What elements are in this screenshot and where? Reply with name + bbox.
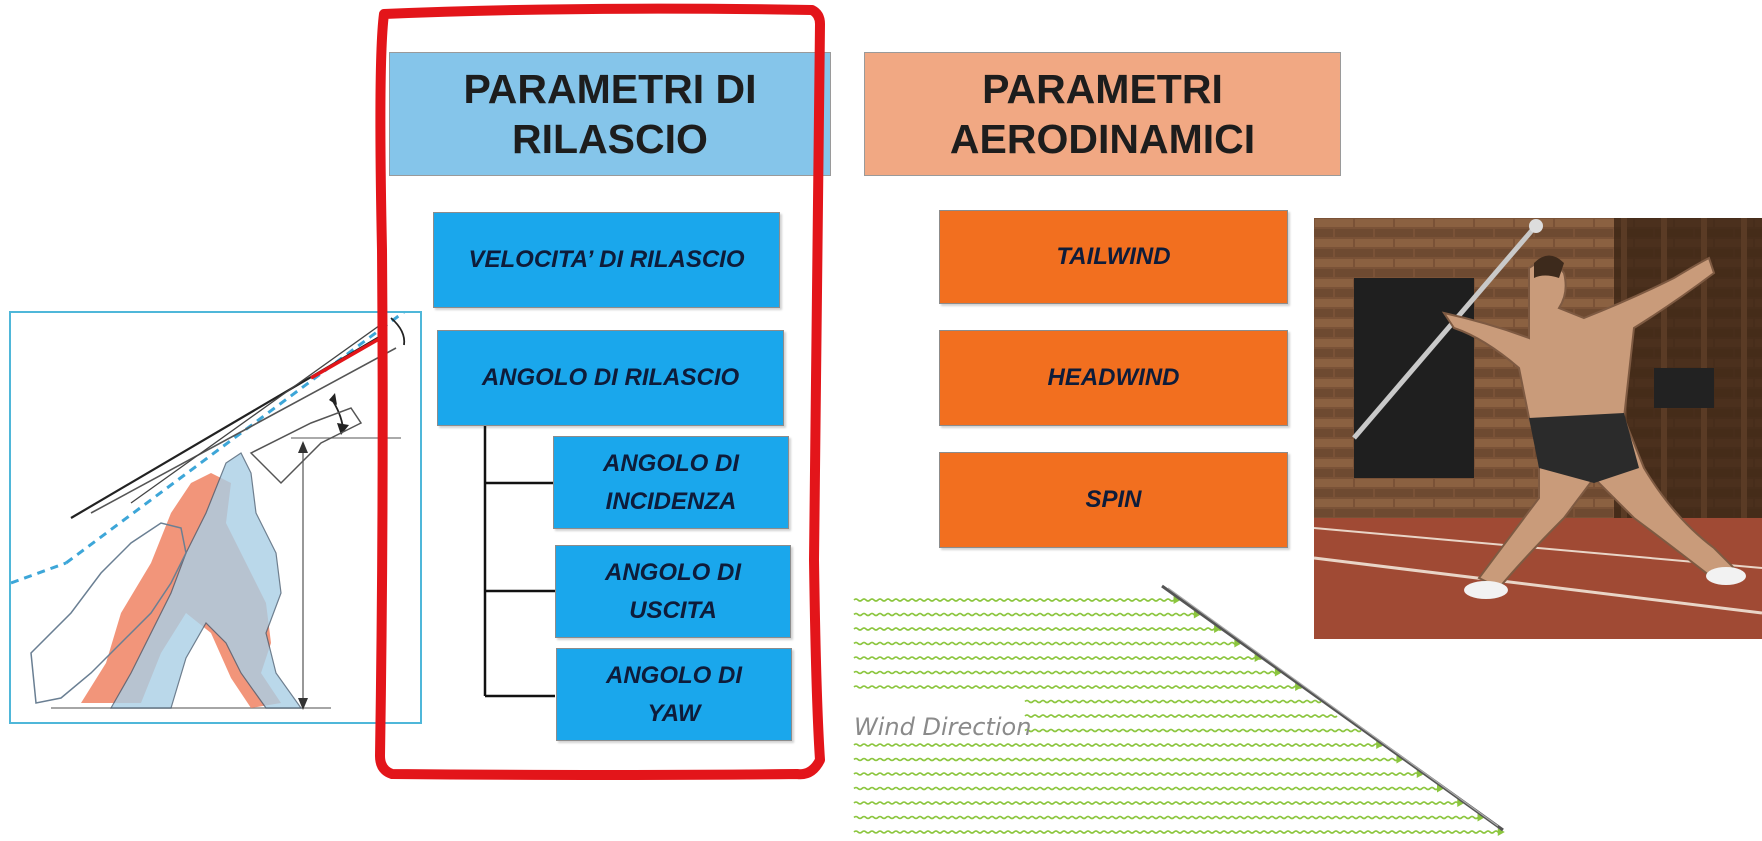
wind-line [853, 815, 1479, 820]
wind-arrowhead [1193, 610, 1201, 619]
wind-arrowhead [1254, 654, 1262, 662]
wind-line [853, 757, 1399, 762]
wind-arrowhead [1497, 828, 1505, 836]
wind-line [853, 598, 1175, 602]
javelin-throw-illustration [9, 311, 422, 724]
aerodynamic-parameters-header: PARAMETRI AERODINAMICI [864, 52, 1341, 176]
red-highlight-frame [375, 3, 825, 780]
wind-line [1024, 714, 1338, 718]
tailwind-label: TAILWIND [1056, 243, 1171, 271]
wind-line [853, 656, 1263, 660]
wind-line [853, 772, 1423, 776]
wind-arrowhead [1376, 741, 1384, 749]
incidence-angle-box: ANGOLO DI INCIDENZA [553, 436, 789, 529]
wind-arrowhead [1214, 625, 1222, 633]
wind-arrowhead [1173, 596, 1181, 604]
yaw-angle-label: ANGOLO DI YAW [606, 662, 742, 727]
wind-arrowhead [1416, 770, 1424, 778]
release-velocity-box: VELOCITA’ DI RILASCIO [433, 212, 780, 308]
release-parameters-header: PARAMETRI DI RILASCIO [389, 52, 831, 176]
wind-arrowhead [1295, 683, 1303, 691]
headwind-box: HEADWIND [939, 330, 1288, 426]
release-parameters-header-text: PARAMETRI DI RILASCIO [463, 65, 757, 162]
wind-line [853, 670, 1279, 675]
release-velocity-label: VELOCITA’ DI RILASCIO [468, 246, 745, 274]
wind-line [853, 743, 1383, 747]
headwind-label: HEADWIND [1047, 364, 1180, 392]
wind-arrowhead [1396, 755, 1404, 764]
tailwind-box: TAILWIND [939, 210, 1288, 304]
wind-line [853, 612, 1199, 617]
wind-line [853, 641, 1239, 646]
wind-line [853, 627, 1223, 631]
wind-arrowhead [1457, 799, 1465, 807]
spin-box: SPIN [939, 452, 1288, 548]
tree-connector [483, 426, 555, 698]
wind-line [853, 801, 1463, 805]
wind-arrowhead [1274, 668, 1282, 677]
wind-arrowhead [1477, 813, 1485, 822]
wind-direction-label: Wind Direction [854, 713, 1032, 741]
athlete-photo [1314, 218, 1762, 639]
spin-label: SPIN [1085, 486, 1142, 514]
release-angle-label: ANGOLO DI RILASCIO [481, 364, 740, 392]
wind-direction-diagram [853, 584, 1505, 836]
wind-arrowhead [1437, 784, 1445, 793]
wind-line [853, 685, 1303, 689]
release-angle-box: ANGOLO DI RILASCIO [437, 330, 784, 426]
exit-angle-box: ANGOLO DI USCITA [555, 545, 791, 638]
wind-line [853, 830, 1503, 834]
wind-line [1024, 699, 1322, 704]
yaw-angle-box: ANGOLO DI YAW [556, 648, 792, 741]
exit-angle-label: ANGOLO DI USCITA [605, 559, 741, 624]
aerodynamic-parameters-header-text: PARAMETRI AERODINAMICI [949, 65, 1256, 162]
wind-line [853, 786, 1439, 791]
incidence-angle-label: ANGOLO DI INCIDENZA [603, 450, 739, 515]
wind-arrowhead [1234, 639, 1242, 648]
wind-line [1024, 728, 1362, 733]
